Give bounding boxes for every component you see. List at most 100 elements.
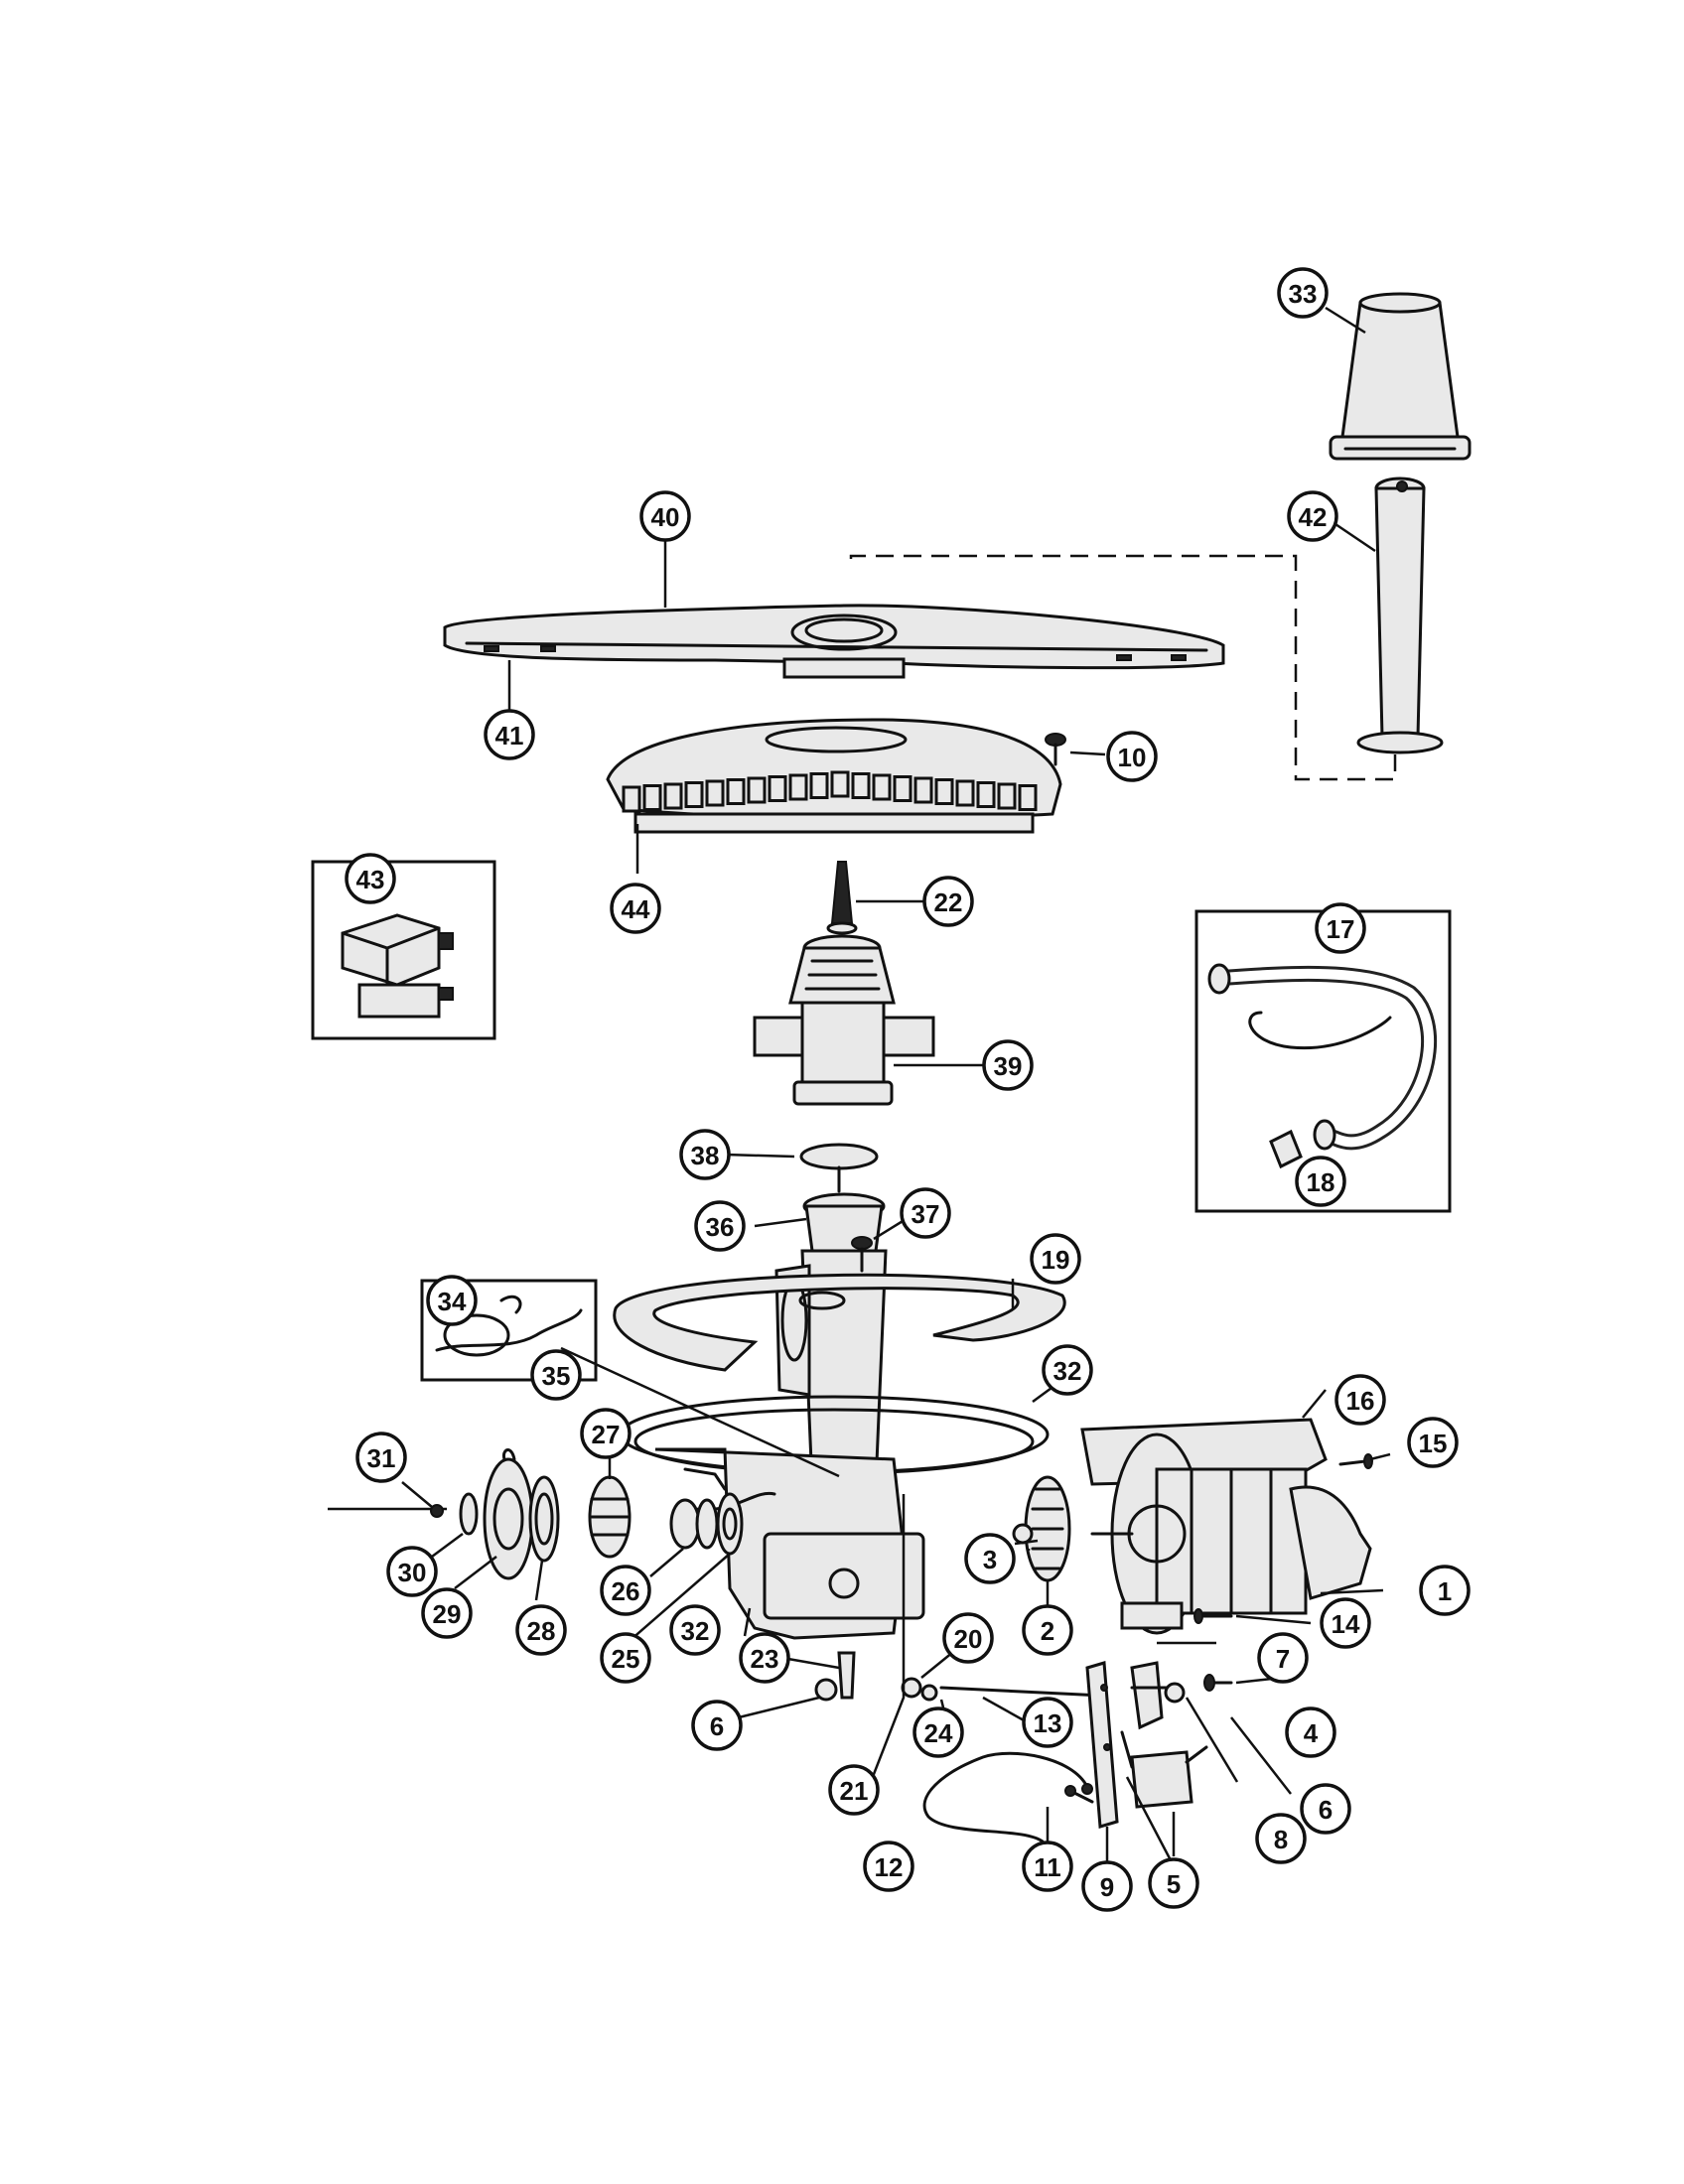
callout-circle [679, 1129, 731, 1180]
part-tower-cap [1329, 292, 1472, 461]
part-motor [1080, 1418, 1372, 1635]
callout-circle [1257, 1632, 1309, 1684]
shield-fin [747, 776, 767, 804]
callout-circle [580, 1408, 632, 1459]
callout-label: 18 [1307, 1167, 1335, 1197]
shield-fin [893, 775, 912, 802]
part-nozzle [826, 861, 858, 935]
callout-circle [1022, 1841, 1073, 1892]
callout-27: 27 [580, 1408, 632, 1459]
callout-36: 36 [694, 1200, 746, 1252]
callout-29: 29 [421, 1587, 473, 1639]
callout-label: 23 [751, 1644, 779, 1674]
part-seal-28 [528, 1475, 560, 1563]
callout-44: 44 [610, 883, 661, 934]
callout-circle [355, 1432, 407, 1483]
callout-label: 3 [983, 1545, 997, 1574]
part-screw-11 [1064, 1785, 1094, 1804]
callout-21: 21 [828, 1764, 880, 1816]
callout-circle [1334, 1374, 1386, 1426]
callout-circle [1277, 267, 1329, 319]
callout-22: 22 [922, 876, 974, 927]
callout-39: 39 [982, 1039, 1034, 1091]
callout-7: 7 [1257, 1632, 1309, 1684]
part-nut-6b [1164, 1682, 1186, 1704]
callout-label: 6 [1319, 1795, 1333, 1825]
part-washer-30 [459, 1492, 479, 1536]
part-spray-shield [606, 718, 1062, 834]
callout-circle [345, 853, 396, 904]
callout-circle [1295, 1156, 1346, 1207]
callout-circle [1042, 1344, 1093, 1396]
callout-label: 32 [681, 1616, 710, 1646]
callout-circle [1148, 1857, 1199, 1909]
shield-fin [622, 785, 641, 813]
callout-12: 12 [863, 1841, 914, 1892]
part-screw-4 [1203, 1674, 1233, 1692]
callout-20: 20 [942, 1612, 994, 1664]
shield-fin [705, 779, 725, 807]
part-drain-hose [1207, 963, 1438, 1169]
part-wire-12 [922, 1751, 1093, 1860]
callout-label: 30 [398, 1558, 427, 1587]
part-bracket-9 [1085, 1661, 1119, 1829]
part-solenoid-5 [1130, 1745, 1208, 1809]
callout-18: 18 [1295, 1156, 1346, 1207]
callout-2: 2 [1022, 1604, 1073, 1656]
callout-14: 14 [1320, 1597, 1371, 1649]
callout-19: 19 [1030, 1233, 1081, 1285]
callout-42: 42 [1287, 490, 1338, 542]
part-clip-23 [837, 1651, 856, 1700]
callout-circle [942, 1612, 994, 1664]
callout-43: 43 [345, 853, 396, 904]
part-link-8 [1120, 1730, 1134, 1769]
callout-1: 1 [1419, 1565, 1471, 1616]
callout-label: 41 [495, 721, 524, 751]
part-nut-6a [814, 1678, 838, 1702]
callout-40: 40 [639, 490, 691, 542]
callout-24: 24 [912, 1706, 964, 1758]
callout-label: 22 [934, 887, 963, 917]
callout-10: 10 [1106, 731, 1158, 782]
callout-4: 4 [1285, 1706, 1336, 1758]
callout-circle [1022, 1697, 1073, 1748]
callout-label: 28 [527, 1616, 556, 1646]
callout-circle [1407, 1417, 1459, 1468]
shield-fin [913, 776, 933, 804]
callout-label: 26 [612, 1576, 640, 1606]
callout-9: 9 [1081, 1860, 1133, 1912]
callout-label: 15 [1419, 1429, 1448, 1458]
relation-dashed-line [849, 554, 1397, 781]
callout-circle [912, 1706, 964, 1758]
shield-fin [809, 772, 829, 799]
callout-23: 23 [739, 1632, 790, 1684]
part-screw-14 [1193, 1608, 1233, 1624]
callout-32: 32 [1042, 1344, 1093, 1396]
callout-label: 17 [1327, 914, 1355, 944]
shield-fin [830, 770, 850, 798]
callout-circle [900, 1187, 951, 1239]
callout-circle [922, 876, 974, 927]
shield-fin [997, 782, 1017, 810]
callout-circle [863, 1841, 914, 1892]
callout-label: 34 [438, 1287, 467, 1316]
callout-circle [639, 490, 691, 542]
callout-28: 28 [515, 1604, 567, 1656]
callout-label: 14 [1332, 1609, 1360, 1639]
part-relay [341, 913, 454, 1019]
callout-circle [1419, 1565, 1471, 1616]
callout-label: 35 [542, 1361, 571, 1391]
callout-33: 33 [1277, 267, 1329, 319]
part-clamp-34 [435, 1295, 583, 1357]
shield-fin [726, 778, 746, 805]
callout-circle [1285, 1706, 1336, 1758]
part-impeller-2 [1024, 1475, 1071, 1582]
callout-circle [739, 1632, 790, 1684]
part-rod-13 [939, 1686, 1104, 1698]
callout-label: 27 [592, 1420, 621, 1449]
callout-label: 6 [710, 1711, 724, 1741]
shield-fin [663, 782, 683, 810]
callout-circle [1255, 1813, 1307, 1864]
part-pump-top [753, 934, 935, 1106]
